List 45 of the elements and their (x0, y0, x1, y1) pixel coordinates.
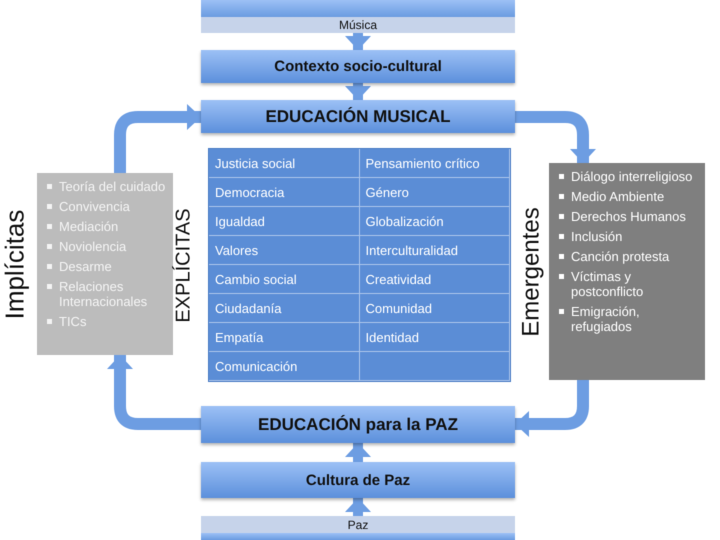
table-cell: Igualdad (209, 207, 360, 236)
block-arrow (345, 498, 371, 516)
list-item: TICs (45, 314, 169, 329)
list-item: Emigración, refugiados (557, 304, 701, 334)
label-band: Paz (201, 516, 515, 533)
block-arrow (107, 355, 201, 430)
table-cell: Ciudadanía (209, 294, 360, 323)
table-cell: Género (360, 178, 510, 207)
section-heading: EXPLÍCITAS (172, 208, 196, 322)
list-item: Canción protesta (557, 249, 701, 264)
table-cell: Justicia social (209, 149, 360, 178)
block-arrow (345, 443, 371, 462)
table-cell: Globalización (360, 207, 510, 236)
table-cell: Empatía (209, 323, 360, 352)
table-cell: Pensamiento crítico (360, 149, 510, 178)
heading-box: EDUCACIÓN para la PAZ (201, 406, 515, 443)
list-item: Inclusión (557, 229, 701, 244)
table-cell: Cambio social (209, 265, 360, 294)
list-item: Convivencia (45, 199, 169, 214)
list-item: Víctimas y postconflicto (557, 269, 701, 299)
block-arrow (345, 83, 371, 100)
table-cell: Interculturalidad (360, 236, 510, 265)
table-cell: Comunidad (360, 294, 510, 323)
list-item: Relaciones Internacionales (45, 279, 169, 309)
table-cell: Creatividad (360, 265, 510, 294)
block-arrow (345, 33, 371, 50)
table-cell: Valores (209, 236, 360, 265)
block-arrow (114, 104, 201, 173)
table-cell: Comunicación (209, 352, 360, 381)
list-item: Medio Ambiente (557, 189, 701, 204)
process-box: Contexto socio-cultural (201, 50, 515, 83)
list-item: Diálogo interreligioso (557, 169, 701, 184)
section-heading: Implícitas (0, 209, 30, 319)
label-band: Música (201, 17, 515, 33)
list-item: Mediación (45, 219, 169, 234)
heading-box: EDUCACIÓN MUSICAL (201, 100, 515, 133)
table-cell: Democracia (209, 178, 360, 207)
list-item: Desarme (45, 259, 169, 274)
list-item: Teoría del cuidado (45, 179, 169, 194)
section-heading: Emergentes (518, 206, 546, 336)
process-box: Cultura de Paz (201, 462, 515, 498)
block-arrow (515, 111, 596, 163)
table-cell: Identidad (360, 323, 510, 352)
list-item: Derechos Humanos (557, 209, 701, 224)
list-item: Noviolencia (45, 239, 169, 254)
